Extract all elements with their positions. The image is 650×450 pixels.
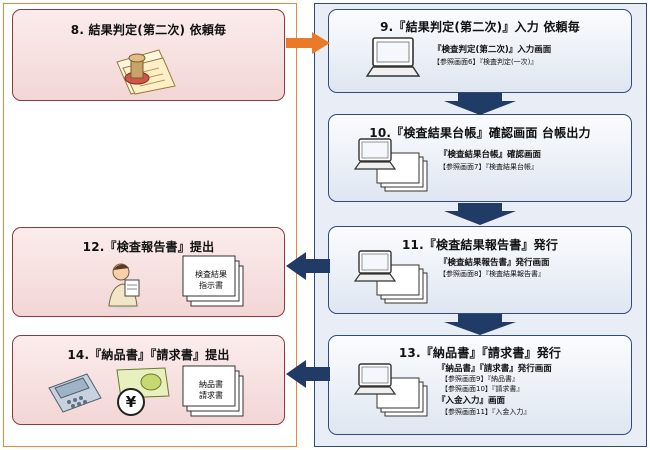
doc-line: 指示書 bbox=[199, 281, 223, 290]
calculator-icon bbox=[48, 373, 102, 413]
screen-name: 『検査判定(第二次)』入力画面 bbox=[433, 45, 552, 55]
doc-line: 検査結果 bbox=[195, 270, 227, 279]
reference-screen: 【参照画面8】『検査結果報告書』 bbox=[439, 270, 545, 278]
reference-screen: 【参照画面6】『検査判定(一次)』 bbox=[433, 58, 538, 66]
step-title: 10.『検査結果台帳』確認画面 台帳出力 bbox=[369, 126, 591, 140]
screen-name: 『入金入力』画面 bbox=[437, 396, 506, 406]
arrow-step9-to-step10 bbox=[444, 93, 516, 115]
screen-name: 『検査結果台帳』確認画面 bbox=[439, 150, 542, 160]
doc-line: 納品書 bbox=[199, 380, 223, 389]
document-stack-icon bbox=[182, 365, 244, 417]
step-8-box: 8. 結果判定(第二次) 依頼毎 bbox=[12, 9, 285, 101]
step-title: 14.『納品書』『請求書』提出 bbox=[67, 348, 230, 362]
screen-name: 『納品書』『請求書』発行画面 bbox=[437, 364, 552, 374]
laptop-icon bbox=[353, 138, 428, 192]
reference-screen: 【参照画面10】『請求書』 bbox=[441, 385, 524, 393]
step-10-box: 10.『検査結果台帳』確認画面 台帳出力 『検査結果台帳』確認画面 【参照画面7… bbox=[328, 114, 632, 202]
arrow-step13-to-step14 bbox=[286, 360, 330, 388]
laptop-icon bbox=[353, 250, 428, 304]
step-13-box: 13.『納品書』『請求書』発行 『納品書』『請求書』発行画面 【参照画面9】『納… bbox=[328, 335, 632, 435]
document-stack-icon bbox=[182, 255, 244, 307]
svg-text:¥: ¥ bbox=[126, 393, 137, 411]
reference-screen: 【参照画面9】『納品書』 bbox=[441, 375, 519, 383]
reference-screen: 【参照画面11】『入金入力』 bbox=[441, 408, 531, 416]
laptop-icon bbox=[365, 37, 421, 77]
stamp-document-icon bbox=[116, 49, 176, 95]
arrow-step8-to-step9 bbox=[286, 32, 330, 54]
arrow-step10-to-step11 bbox=[444, 203, 516, 225]
step-11-box: 11.『検査結果報告書』発行 『検査結果報告書』発行画面 【参照画面8】『検査結… bbox=[328, 226, 632, 314]
step-14-box: 14.『納品書』『請求書』提出 ¥ 納品書 請求書 bbox=[12, 335, 285, 425]
yen-coin-icon: ¥ bbox=[116, 367, 170, 416]
step-9-box: 9.『結果判定(第二次)』入力 依頼毎 『検査判定(第二次)』入力画面 【参照画… bbox=[328, 9, 632, 93]
person-reading-icon bbox=[107, 263, 140, 309]
doc-line: 請求書 bbox=[199, 391, 223, 400]
step-title: 8. 結果判定(第二次) 依頼毎 bbox=[70, 23, 227, 37]
arrow-step11-to-step12 bbox=[286, 252, 330, 280]
step-title: 13.『納品書』『請求書』発行 bbox=[398, 346, 562, 360]
arrow-step11-to-step13 bbox=[444, 314, 516, 335]
laptop-icon bbox=[353, 363, 428, 417]
step-12-box: 12.『検査報告書』提出 検査結果 指示書 bbox=[12, 227, 285, 317]
screen-name: 『検査結果報告書』発行画面 bbox=[439, 258, 550, 268]
step-title: 12.『検査報告書』提出 bbox=[82, 240, 215, 254]
step-title: 11.『検査結果報告書』発行 bbox=[401, 238, 559, 252]
reference-screen: 【参照画面7】『検査結果台帳』 bbox=[439, 163, 538, 171]
step-title: 9.『結果判定(第二次)』入力 依頼毎 bbox=[380, 20, 580, 34]
